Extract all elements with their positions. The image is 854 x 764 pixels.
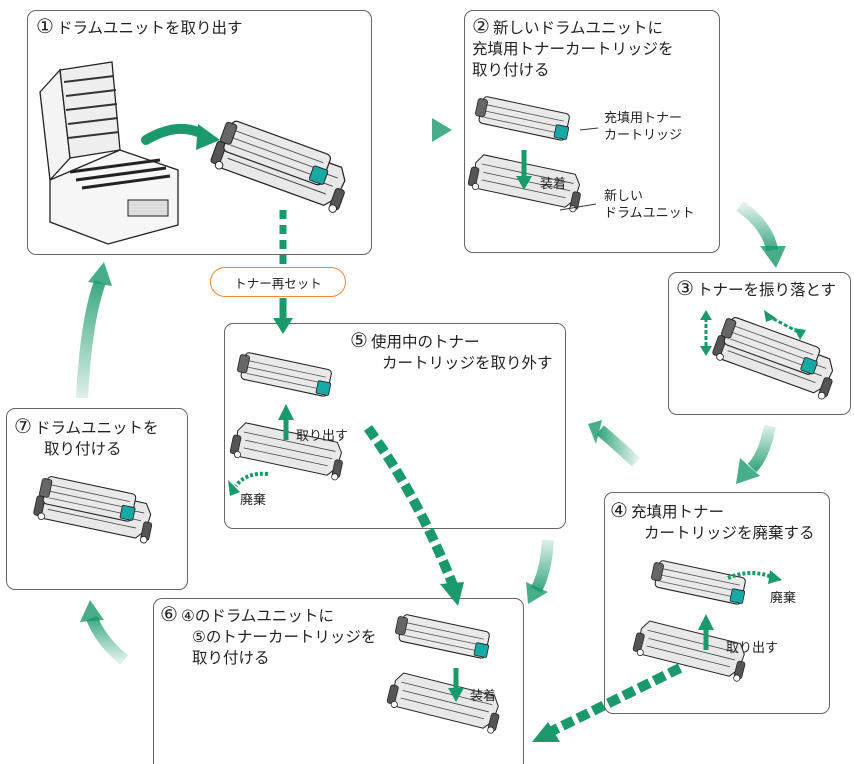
step6-install-label: 装着	[470, 689, 497, 704]
step4-dispose-label: 廃棄	[770, 591, 797, 606]
step2-install-label: 装着	[540, 177, 567, 192]
step2-panel	[464, 10, 720, 253]
step5-dispose-label: 廃棄	[240, 493, 267, 508]
step4-panel	[604, 492, 830, 714]
step4-takeout-label: 取り出す	[726, 641, 779, 656]
step2-toner-label: 充填用トナーカートリッジ	[604, 111, 683, 143]
toner-reset-label: トナー再セット	[210, 267, 346, 297]
printer-illustration	[39, 61, 179, 245]
step5-panel	[224, 323, 566, 529]
step6-panel	[153, 598, 524, 764]
step5-takeout-label: 取り出す	[296, 429, 349, 444]
step2-new-drum-label: 新しいドラムユニット	[604, 189, 695, 221]
